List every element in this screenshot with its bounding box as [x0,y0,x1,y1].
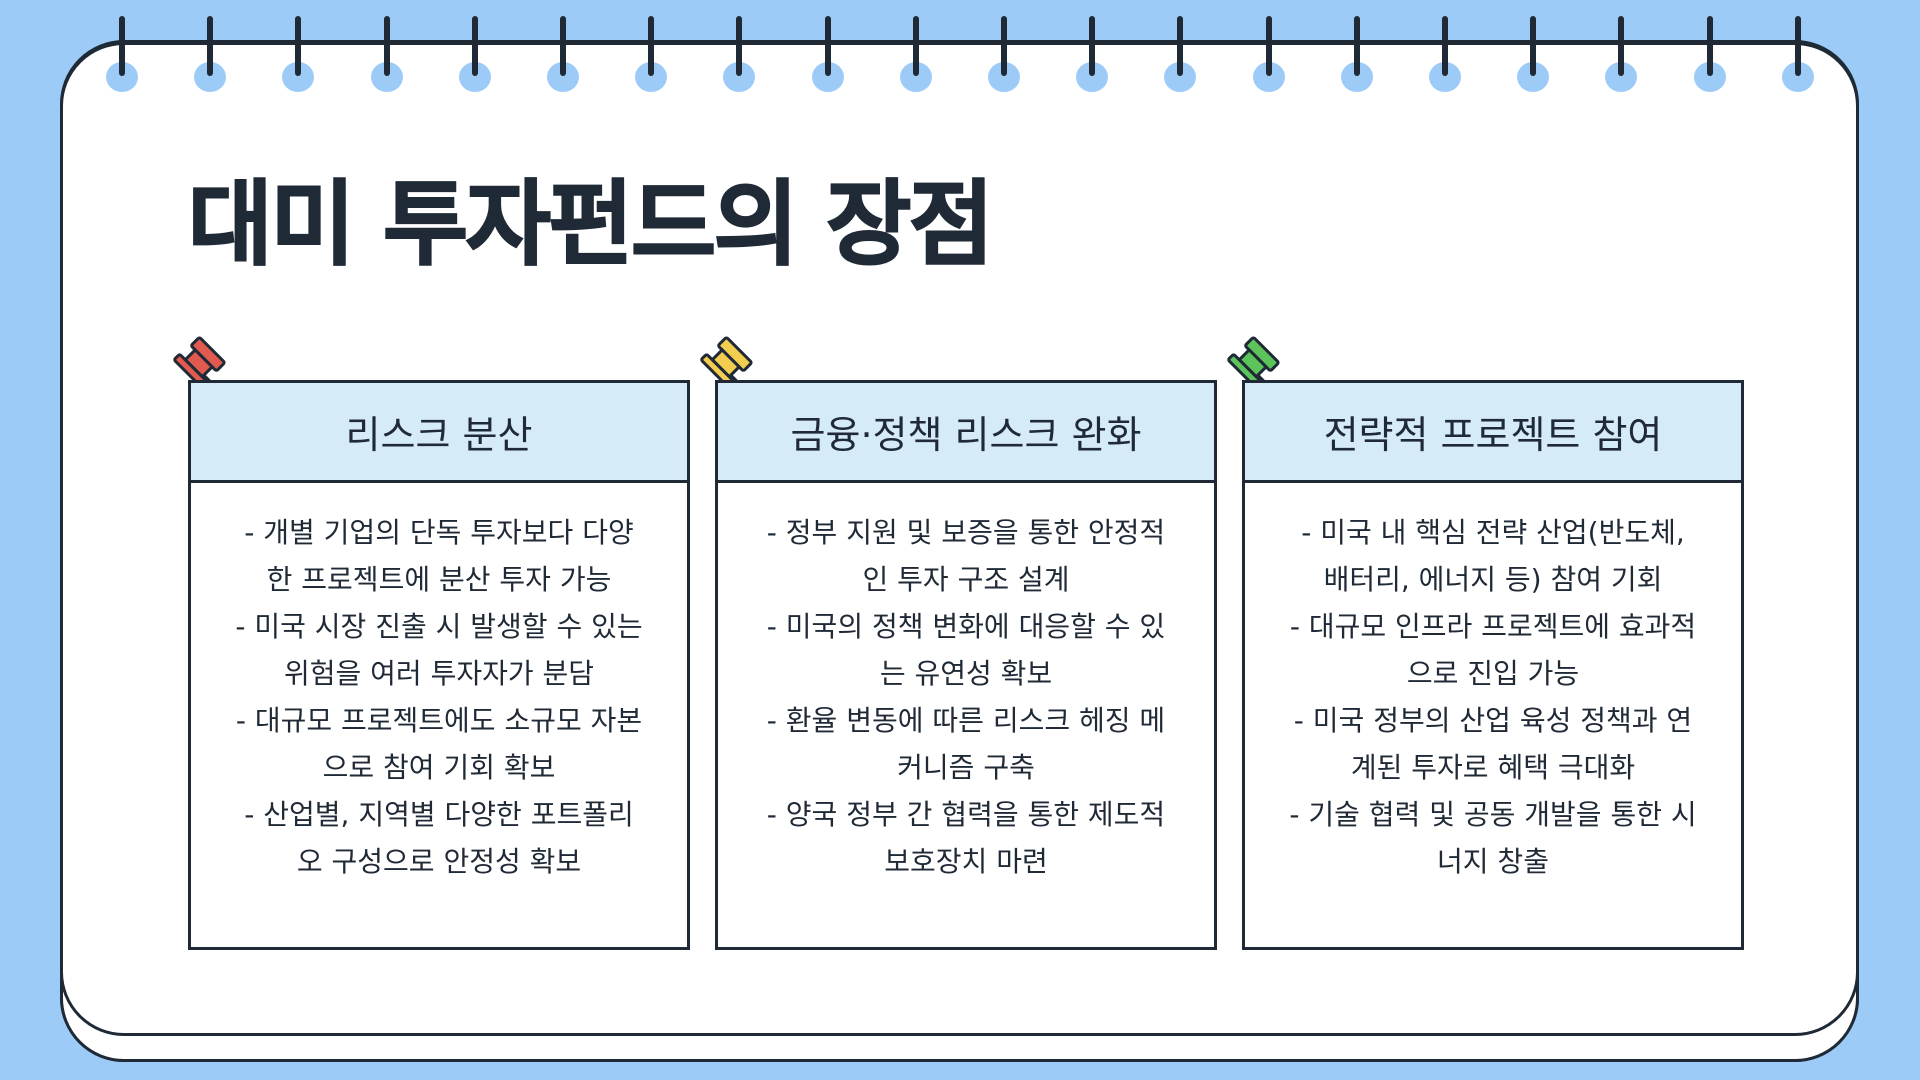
binder-ring [547,16,579,94]
binder-ring [1340,16,1373,94]
card-line: 커니즘 구축 [897,751,1035,784]
card-header-label: 리스크 분산 [345,413,533,457]
binder-ring [282,16,315,94]
card-line: - 미국 내 핵심 전략 산업(반도체, [1301,516,1685,549]
card-strategic-projects: 전략적 프로젝트 참여 - 미국 내 핵심 전략 산업(반도체, 배터리, 에너… [1242,380,1744,950]
card-line: 배터리, 에너지 등) 참여 기회 [1323,563,1663,596]
card-line: - 산업별, 지역별 다양한 포트폴리 [244,798,634,831]
binder-ring [106,16,138,94]
card-financial-policy-risk: 금융·정책 리스크 완화 - 정부 지원 및 보증을 통한 안정적 인 투자 구… [715,380,1217,950]
card-line: - 양국 정부 간 협력을 통한 제도적 [766,798,1166,831]
binder-ring [899,16,932,94]
card-line: 위험을 여러 투자자가 분담 [283,657,595,690]
card-line: 오 구성으로 안정성 확보 [296,845,582,878]
binder-ring [1781,16,1814,94]
card-line: 으로 진입 가능 [1406,657,1580,690]
binder-ring [1076,16,1109,94]
card-line: 계된 투자로 혜택 극대화 [1350,751,1636,784]
binder-ring [1164,16,1197,94]
card-line: - 개별 기업의 단독 투자보다 다양 [244,516,634,549]
card-header: 금융·정책 리스크 완화 [718,383,1214,483]
binder-ring [194,16,227,94]
card-header-label: 금융·정책 리스크 완화 [790,413,1142,457]
card-line: 너지 창출 [1437,845,1549,878]
card-line: - 미국 정부의 산업 육성 정책과 연 [1293,704,1693,737]
card-line: - 대규모 인프라 프로젝트에 효과적 [1289,610,1697,643]
card-line: 는 유연성 확보 [879,657,1053,690]
pushpin-icon [173,336,230,402]
binder-ring [1693,16,1726,94]
card-body: - 미국 내 핵심 전략 산업(반도체, 배터리, 에너지 등) 참여 기회 -… [1245,483,1741,885]
binder-ring [1517,16,1550,94]
card-header: 전략적 프로젝트 참여 [1245,383,1741,483]
card-line: 으로 참여 기회 확보 [322,751,556,784]
card-line: 한 프로젝트에 분산 투자 가능 [266,563,612,596]
card-line: 보호장치 마련 [884,845,1048,878]
binder-ring [635,16,668,94]
card-line: - 대규모 프로젝트에도 소규모 자본 [235,704,643,737]
card-header: 리스크 분산 [191,383,687,483]
card-body: - 개별 기업의 단독 투자보다 다양 한 프로젝트에 분산 투자 가능 - 미… [191,483,687,885]
binder-ring [811,16,844,94]
card-line: - 환율 변동에 따른 리스크 헤징 메 [766,704,1166,737]
card-line: - 기술 협력 및 공동 개발을 통한 시 [1289,798,1697,831]
binder-ring [1252,16,1285,94]
binder-ring [1605,16,1638,94]
card-line: 인 투자 구조 설계 [862,563,1070,596]
binder-ring [723,16,756,94]
slide-title: 대미 투자펀드의 장점 [187,170,995,279]
card-body: - 정부 지원 및 보증을 통한 안정적 인 투자 구조 설계 - 미국의 정책… [718,483,1214,885]
card-risk-diversification: 리스크 분산 - 개별 기업의 단독 투자보다 다양 한 프로젝트에 분산 투자… [188,380,690,950]
card-line: - 정부 지원 및 보증을 통한 안정적 [766,516,1166,549]
card-line: - 미국의 정책 변화에 대응할 수 있 [766,610,1166,643]
binder-ring [458,16,491,94]
binder-ring [370,16,403,94]
binder-ring [1429,16,1461,94]
card-line: - 미국 시장 진출 시 발생할 수 있는 [235,610,643,643]
card-header-label: 전략적 프로젝트 참여 [1323,413,1663,457]
binder-ring [988,16,1020,94]
